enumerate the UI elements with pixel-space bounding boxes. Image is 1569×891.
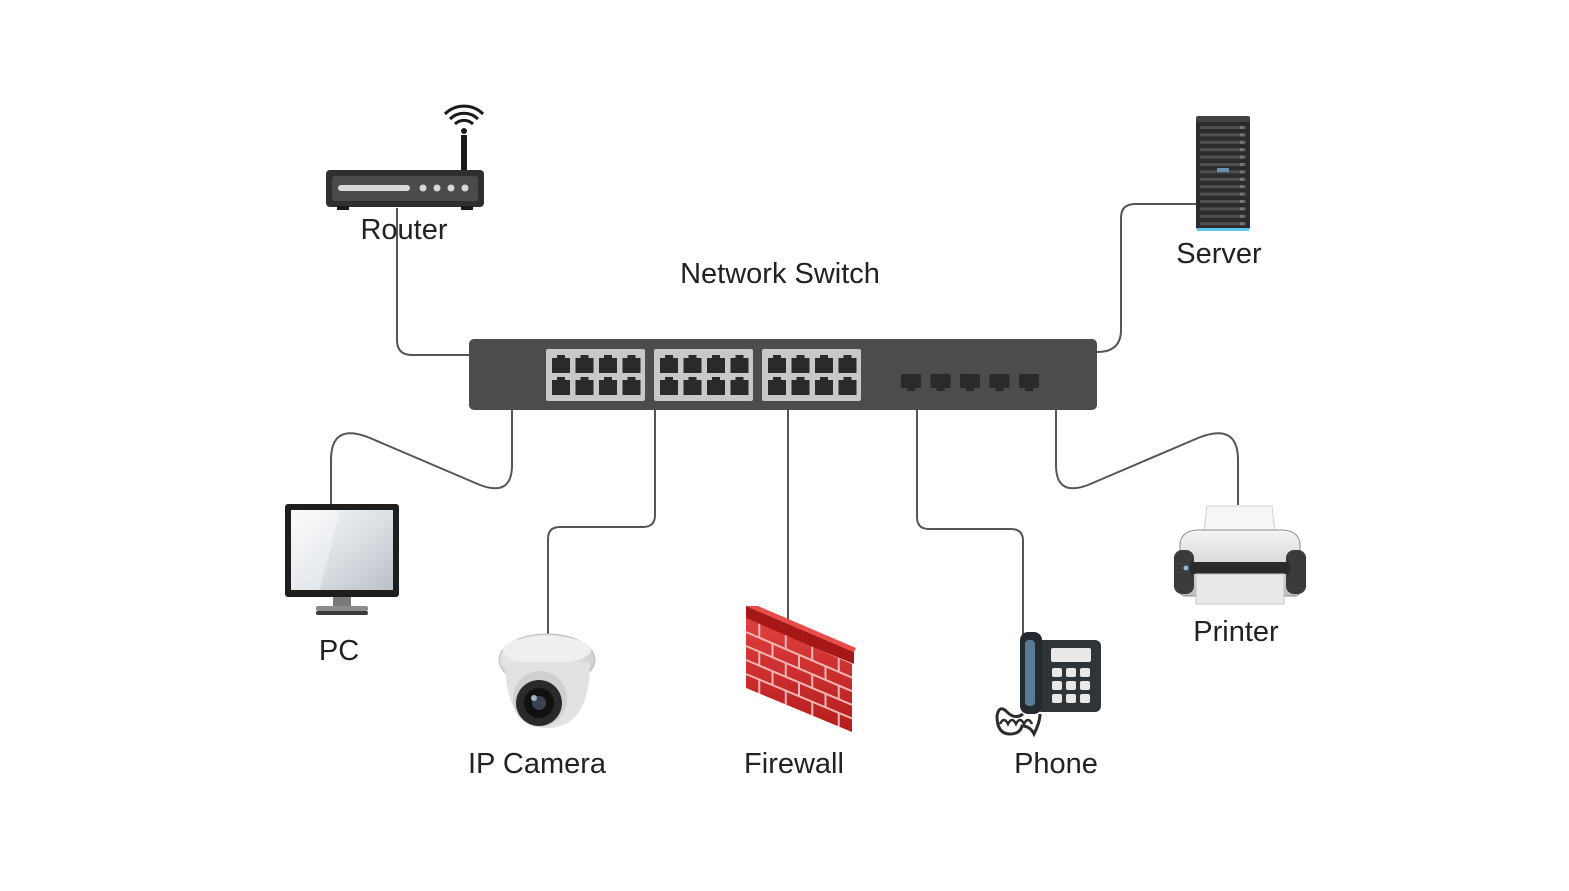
ethernet-port — [683, 380, 702, 395]
pc-icon — [285, 504, 399, 615]
phone-key — [1080, 694, 1090, 703]
printer-label: Printer — [1193, 616, 1279, 648]
sfp-port — [960, 374, 980, 388]
ethernet-port — [791, 358, 810, 373]
switch-label: Network Switch — [680, 258, 880, 290]
ethernet-port — [599, 358, 617, 373]
ip-camera-label: IP Camera — [467, 748, 607, 780]
network-switch — [469, 339, 1097, 410]
ethernet-port — [768, 380, 786, 395]
ethernet-port — [660, 380, 678, 395]
ethernet-port — [838, 380, 857, 395]
ethernet-port — [552, 380, 570, 395]
phone-label: Phone — [1014, 748, 1098, 780]
server-label: Server — [1176, 238, 1262, 270]
ethernet-port — [683, 358, 702, 373]
phone-icon — [995, 632, 1101, 738]
router-label: Router — [360, 214, 448, 246]
ethernet-port — [791, 380, 810, 395]
ethernet-port — [660, 358, 678, 373]
sfp-port — [930, 374, 951, 388]
ethernet-port — [768, 358, 786, 373]
ethernet-port — [707, 380, 725, 395]
phone-key — [1052, 681, 1062, 690]
pc-label: PC — [318, 635, 360, 667]
ethernet-port — [838, 358, 857, 373]
server-icon — [1196, 116, 1250, 231]
sfp-port — [901, 374, 921, 388]
port-panel — [546, 349, 645, 401]
phone-key — [1052, 668, 1062, 677]
phone-key — [1080, 681, 1090, 690]
ethernet-port — [575, 358, 594, 373]
cable-ip-camera — [547, 410, 656, 636]
phone-key — [1066, 668, 1076, 677]
ethernet-port — [707, 358, 725, 373]
cables — [330, 203, 1239, 636]
ethernet-port — [730, 358, 749, 373]
cable-pc — [330, 410, 513, 505]
firewall-label: Firewall — [744, 748, 844, 780]
ethernet-port — [599, 380, 617, 395]
ethernet-port — [730, 380, 749, 395]
ip-camera-icon — [498, 633, 596, 728]
phone-key — [1066, 681, 1076, 690]
ethernet-port — [575, 380, 594, 395]
ethernet-port — [622, 358, 641, 373]
firewall-icon — [745, 606, 856, 732]
port-panel — [654, 349, 753, 401]
sfp-port — [1019, 374, 1039, 388]
ethernet-port — [622, 380, 641, 395]
ethernet-port — [552, 358, 570, 373]
ethernet-port — [815, 380, 833, 395]
cable-printer — [1055, 410, 1239, 505]
ethernet-port — [815, 358, 833, 373]
printer-icon — [1174, 505, 1306, 605]
cable-router — [396, 208, 469, 356]
cable-phone — [916, 410, 1024, 635]
sfp-port — [989, 374, 1010, 388]
cable-server — [1096, 203, 1198, 353]
phone-key — [1052, 694, 1062, 703]
router-icon — [326, 104, 485, 210]
port-panel — [762, 349, 861, 401]
phone-key — [1080, 668, 1090, 677]
phone-key — [1066, 694, 1076, 703]
